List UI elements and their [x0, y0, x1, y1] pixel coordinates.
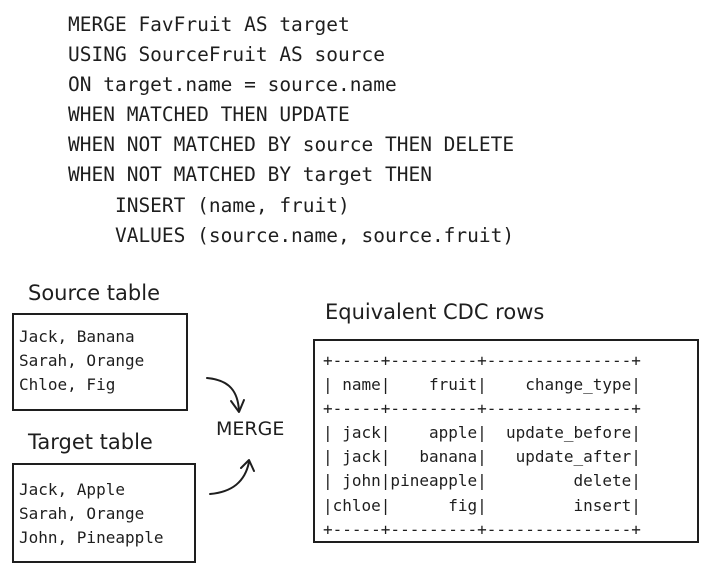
target-row: Jack, Apple — [19, 480, 125, 499]
target-row: John, Pineapple — [19, 528, 164, 547]
cdc-line: +-----+---------+---------------+ — [323, 399, 641, 419]
target-table-title: Target table — [28, 430, 153, 454]
source-table-rows: Jack, Banana Sarah, Orange Chloe, Fig — [19, 325, 144, 397]
code-line: USING SourceFruit AS source — [68, 43, 385, 67]
cdc-line: | jack| apple| update_before| — [323, 423, 641, 443]
target-table-box: Jack, Apple Sarah, Orange John, Pineappl… — [12, 463, 196, 563]
code-line: MERGE FavFruit AS target — [68, 13, 350, 36]
merge-label: MERGE — [216, 418, 285, 440]
target-row: Sarah, Orange — [19, 504, 145, 523]
code-line: INSERT (name, fruit) — [68, 193, 350, 217]
target-to-merge-arrow — [209, 461, 250, 495]
cdc-table-box: +-----+---------+---------------+ | name… — [313, 339, 699, 543]
code-line: WHEN NOT MATCHED BY target THEN — [68, 163, 432, 187]
source-row: Sarah, Orange — [19, 351, 145, 370]
cdc-line: |chloe| fig| insert| — [323, 495, 641, 515]
code-line: VALUES (source.name, source.fruit) — [68, 223, 515, 247]
cdc-title: Equivalent CDC rows — [325, 300, 545, 324]
code-line: WHEN NOT MATCHED BY source THEN DELETE — [68, 133, 515, 157]
code-line: WHEN MATCHED THEN UPDATE — [68, 103, 350, 127]
target-table-rows: Jack, Apple Sarah, Orange John, Pineappl… — [19, 478, 164, 550]
cdc-line: | john|pineapple| delete| — [323, 471, 641, 491]
cdc-line: +-----+---------+---------------+ — [323, 519, 641, 539]
cdc-line: | name| fruit| change_type| — [323, 375, 641, 395]
cdc-table: +-----+---------+---------------+ | name… — [323, 349, 641, 542]
code-line: ON target.name = source.name — [68, 73, 397, 97]
cdc-line: | jack| banana| update_after| — [323, 447, 641, 467]
target-arrow-head — [240, 459, 255, 472]
source-row: Chloe, Fig — [19, 375, 116, 394]
source-to-merge-arrow — [206, 377, 240, 412]
source-table-box: Jack, Banana Sarah, Orange Chloe, Fig — [12, 313, 188, 411]
source-table-title: Source table — [28, 281, 160, 305]
cdc-line: +-----+---------+---------------+ — [323, 351, 641, 370]
source-row: Jack, Banana — [19, 327, 135, 346]
source-arrow-head — [230, 399, 245, 413]
